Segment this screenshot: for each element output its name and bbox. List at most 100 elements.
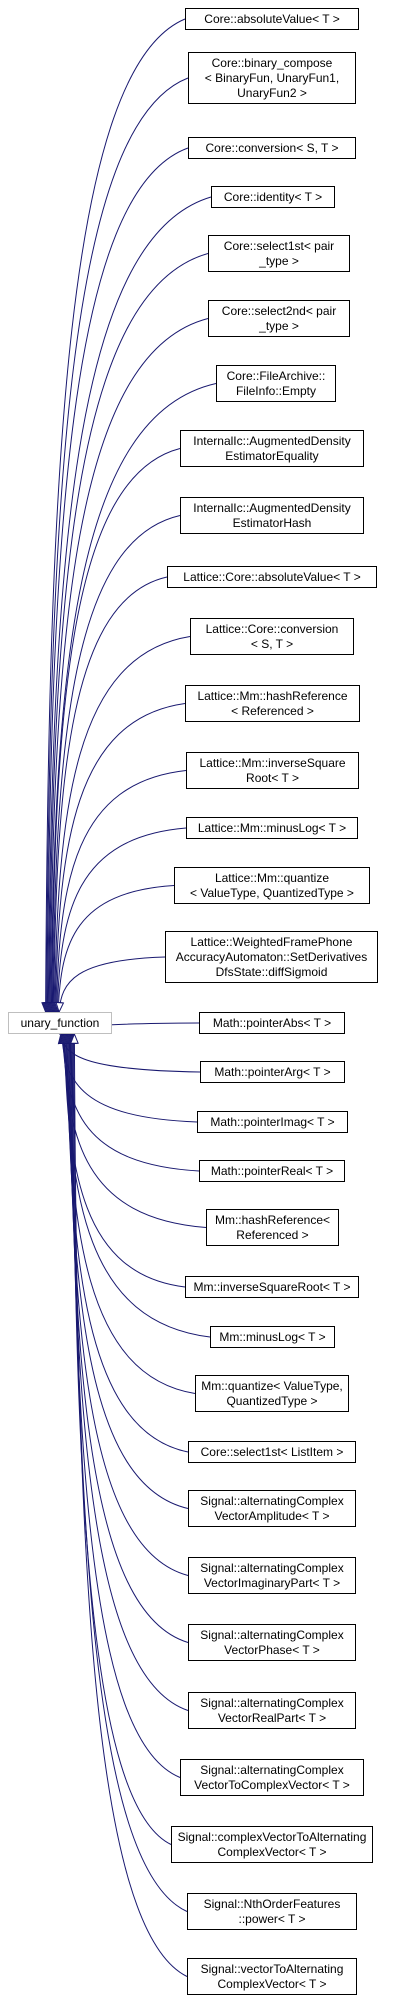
- class-label: Lattice::WeightedFramePhone AccuracyAuto…: [175, 934, 368, 979]
- class-node[interactable]: Signal::NthOrderFeatures ::power< T >: [187, 1893, 357, 1930]
- class-label: Signal::NthOrderFeatures ::power< T >: [203, 1896, 341, 1926]
- class-node[interactable]: Core::FileArchive:: FileInfo::Empty: [216, 365, 336, 402]
- class-label: Lattice::Core::absoluteValue< T >: [183, 569, 361, 584]
- class-label: Math::pointerImag< T >: [210, 1114, 335, 1129]
- inheritance-edge: [51, 448, 181, 1013]
- inheritance-edge: [62, 1033, 200, 1172]
- class-label: Signal::alternatingComplex VectorImagina…: [200, 1560, 344, 1590]
- inheritance-edge: [45, 18, 186, 1013]
- class-label: Lattice::Mm::minusLog< T >: [197, 820, 347, 835]
- root-class-label: unary_function: [20, 1015, 100, 1030]
- inheritance-edge: [46, 77, 189, 1013]
- class-label: Mm::hashReference< Referenced >: [214, 1212, 331, 1242]
- inheritance-edge: [54, 636, 191, 1013]
- class-node[interactable]: Core::select1st< ListItem >: [188, 1441, 356, 1463]
- class-node[interactable]: Signal::vectorToAlternating ComplexVecto…: [187, 1958, 357, 1995]
- class-label: Signal::alternatingComplex VectorAmplitu…: [200, 1493, 344, 1523]
- class-node[interactable]: Core::binary_compose < BinaryFun, UnaryF…: [188, 52, 356, 104]
- class-label: Core::select1st< pair _type >: [223, 238, 335, 268]
- inheritance-edge: [64, 1033, 186, 1288]
- inheritance-edge: [69, 1033, 189, 1643]
- inheritance-edge: [55, 703, 186, 1013]
- inheritance-edge: [48, 253, 209, 1013]
- inheritance-edge: [57, 885, 175, 1013]
- class-node[interactable]: Lattice::Mm::hashReference < Referenced …: [185, 685, 360, 722]
- class-label: Signal::vectorToAlternating ComplexVecto…: [200, 1961, 344, 1991]
- class-node[interactable]: Math::pointerReal< T >: [199, 1160, 345, 1182]
- inheritance-edge: [71, 1033, 181, 1778]
- inheritance-edge: [50, 383, 217, 1013]
- class-node[interactable]: Core::conversion< S, T >: [188, 137, 356, 159]
- inheritance-edge: [73, 1033, 188, 1912]
- class-node[interactable]: Lattice::Mm::quantize < ValueType, Quant…: [174, 867, 370, 904]
- class-label: Lattice::Mm::quantize < ValueType, Quant…: [190, 870, 354, 900]
- class-node[interactable]: Mm::hashReference< Referenced >: [206, 1209, 339, 1246]
- inheritance-edge: [63, 1033, 207, 1228]
- class-label: Core::FileArchive:: FileInfo::Empty: [226, 368, 326, 398]
- class-node[interactable]: Core::absoluteValue< T >: [185, 8, 359, 30]
- inheritance-edge: [73, 1033, 188, 1977]
- class-node[interactable]: Math::pointerImag< T >: [197, 1111, 348, 1133]
- class-label: InternalIc::AugmentedDensity EstimatorHa…: [193, 500, 351, 530]
- class-node[interactable]: InternalIc::AugmentedDensity EstimatorEq…: [180, 430, 364, 467]
- inheritance-edge: [47, 196, 212, 1013]
- class-node[interactable]: Signal::alternatingComplex VectorPhase< …: [188, 1624, 356, 1661]
- class-label: Lattice::Mm::inverseSquare Root< T >: [199, 755, 346, 785]
- class-label: Signal::complexVectorToAlternating Compl…: [177, 1829, 367, 1859]
- inheritance-edge: [60, 1033, 201, 1073]
- class-label: Core::select2nd< pair _type >: [221, 303, 337, 333]
- class-node[interactable]: Math::pointerAbs< T >: [199, 1012, 345, 1034]
- class-node[interactable]: Mm::minusLog< T >: [210, 1326, 335, 1348]
- class-node[interactable]: Lattice::Mm::inverseSquare Root< T >: [186, 752, 359, 789]
- class-node[interactable]: Lattice::WeightedFramePhone AccuracyAuto…: [165, 931, 378, 983]
- class-node[interactable]: Core::identity< T >: [211, 186, 335, 208]
- class-node[interactable]: Mm::quantize< ValueType, QuantizedType >: [195, 1375, 349, 1412]
- class-label: Signal::alternatingComplex VectorPhase< …: [200, 1627, 344, 1657]
- class-node[interactable]: Core::select2nd< pair _type >: [208, 300, 350, 337]
- class-node[interactable]: InternalIc::AugmentedDensity EstimatorHa…: [180, 497, 364, 534]
- inheritance-edge: [66, 1033, 189, 1453]
- class-node[interactable]: Core::select1st< pair _type >: [208, 235, 350, 272]
- class-label: Core::select1st< ListItem >: [200, 1444, 344, 1459]
- inheritance-edge: [46, 147, 189, 1013]
- inheritance-edge: [72, 1033, 172, 1845]
- class-label: Core::binary_compose < BinaryFun, UnaryF…: [204, 55, 340, 100]
- inheritance-edge: [58, 956, 166, 1013]
- class-node[interactable]: Mm::inverseSquareRoot< T >: [185, 1276, 359, 1298]
- class-node[interactable]: Lattice::Mm::minusLog< T >: [186, 817, 358, 839]
- inheritance-edge: [70, 1033, 189, 1711]
- class-node[interactable]: Lattice::Core::absoluteValue< T >: [167, 566, 377, 588]
- class-label: Math::pointerAbs< T >: [212, 1015, 332, 1030]
- class-label: Mm::minusLog< T >: [219, 1329, 326, 1344]
- class-label: InternalIc::AugmentedDensity EstimatorEq…: [193, 433, 351, 463]
- class-node[interactable]: Math::pointerArg< T >: [200, 1061, 345, 1083]
- class-label: Lattice::Mm::hashReference < Referenced …: [197, 688, 348, 718]
- class-node[interactable]: Signal::alternatingComplex VectorImagina…: [188, 1557, 356, 1594]
- inheritance-edge: [68, 1033, 189, 1576]
- inheritance-edge: [61, 1033, 198, 1123]
- inheritance-edge: [52, 515, 181, 1013]
- class-label: Signal::alternatingComplex VectorRealPar…: [200, 1695, 344, 1725]
- inheritance-edge: [56, 827, 187, 1013]
- inheritance-edge: [65, 1033, 196, 1394]
- inheritance-arrowhead: [69, 1032, 79, 1044]
- class-node[interactable]: Lattice::Core::conversion < S, T >: [190, 618, 354, 655]
- class-label: Math::pointerArg< T >: [214, 1064, 331, 1079]
- inheritance-arrowhead: [55, 1001, 65, 1014]
- class-node[interactable]: Signal::alternatingComplex VectorAmplitu…: [188, 1490, 356, 1527]
- class-label: Mm::inverseSquareRoot< T >: [193, 1279, 351, 1294]
- root-class-unary-function[interactable]: unary_function: [8, 1012, 112, 1034]
- class-label: Core::identity< T >: [223, 189, 323, 204]
- inheritance-edge: [55, 770, 187, 1013]
- class-label: Math::pointerReal< T >: [210, 1163, 334, 1178]
- class-node[interactable]: Signal::alternatingComplex VectorRealPar…: [188, 1692, 356, 1729]
- class-node[interactable]: Signal::complexVectorToAlternating Compl…: [171, 1826, 373, 1863]
- inheritance-edge: [67, 1033, 189, 1509]
- class-label: Signal::alternatingComplex VectorToCompl…: [194, 1762, 350, 1792]
- class-label: Lattice::Core::conversion < S, T >: [205, 621, 339, 651]
- class-label: Core::conversion< S, T >: [205, 140, 339, 155]
- class-node[interactable]: Signal::alternatingComplex VectorToCompl…: [180, 1759, 364, 1796]
- class-label: Core::absoluteValue< T >: [204, 11, 340, 26]
- class-label: Mm::quantize< ValueType, QuantizedType >: [201, 1378, 343, 1408]
